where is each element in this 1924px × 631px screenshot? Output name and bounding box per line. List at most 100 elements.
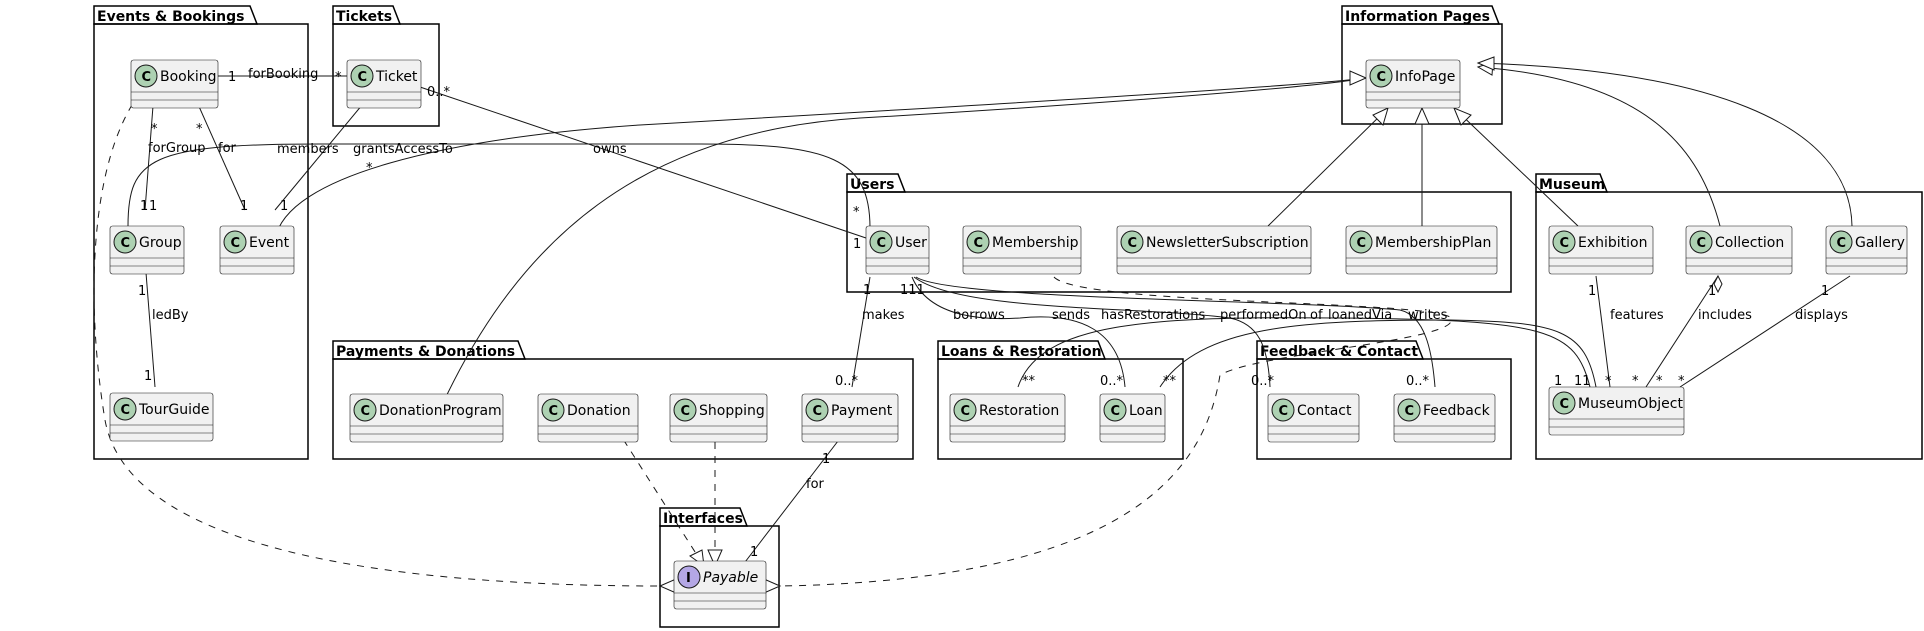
inheritance-arrowhead [1476, 56, 1495, 71]
multiplicity: 1 [240, 199, 248, 214]
multiplicity: 1 [1588, 284, 1596, 299]
edge-label: of [1310, 308, 1323, 323]
package-feedback-contact: Feedback & Contact [1256, 340, 1512, 460]
edge-features [1595, 275, 1611, 388]
multiplicity: 1 [863, 283, 871, 298]
realization-arrowhead [658, 578, 677, 594]
class-glyph: C [121, 403, 131, 418]
class-tourguide: C TourGuide [109, 392, 214, 442]
multiplicity: 1 [853, 237, 861, 252]
class-glyph: C [1377, 70, 1387, 85]
multiplicity: 1 [1554, 374, 1562, 389]
class-name: Shopping [699, 403, 765, 419]
edge-writes [915, 276, 1436, 388]
class-name: Event [249, 235, 290, 251]
class-name: MuseumObject [1578, 396, 1683, 412]
class-glyph: C [1837, 236, 1847, 251]
class-glyph: C [1279, 404, 1289, 419]
package-title: Information Pages [1345, 9, 1490, 25]
arrowheads [658, 56, 1723, 594]
class-glyph: C [142, 70, 152, 85]
class-glyph: C [549, 404, 559, 419]
multiplicity: 1 [1821, 284, 1829, 299]
class-museumobject: C MuseumObject [1548, 386, 1685, 436]
class-glyph: C [121, 236, 131, 251]
multiplicity: 1 [1708, 284, 1716, 299]
interface-payable: I Payable [673, 560, 767, 610]
class-glyph: C [1560, 397, 1570, 412]
edge-label: performedOn [1220, 308, 1307, 323]
edge-sends [913, 276, 1271, 388]
edge-displays [1679, 275, 1851, 388]
class-feedback: C Feedback [1393, 393, 1496, 443]
multiplicity: 1 [750, 545, 758, 560]
multiplicity: 0..* [1100, 374, 1124, 389]
realization-arrowhead [763, 578, 782, 594]
inheritance-arrowhead [1453, 107, 1472, 126]
edge-hasrestorations [1017, 317, 1591, 388]
class-glyph: C [877, 236, 887, 251]
class-restoration: C Restoration [949, 393, 1066, 443]
multiplicity: 1 [228, 70, 236, 85]
edge-label: members [277, 142, 339, 157]
edge-infopage-collection [1477, 66, 1721, 227]
multiplicity: 11 [1574, 374, 1591, 389]
package-users: Users [846, 173, 1512, 293]
class-glyph: C [974, 236, 984, 251]
multiplicity: 0..* [1406, 374, 1430, 389]
package-title: Users [850, 177, 894, 193]
inheritance-arrowhead [1372, 107, 1389, 126]
package-tickets: Tickets [332, 5, 440, 127]
edge-ledby [144, 259, 156, 388]
edge-makes [851, 276, 871, 388]
edge-forgroup [144, 92, 155, 211]
package-title: Tickets [336, 9, 392, 25]
edge-label: for [218, 141, 237, 156]
edge-infopage-donationprogram [442, 77, 1367, 404]
edge-label: displays [1795, 308, 1848, 323]
multiplicity: 1 [144, 369, 152, 384]
edge-infopage-newsletter [1267, 107, 1389, 227]
edge-label: for [806, 477, 825, 492]
edges [93, 62, 1853, 587]
multiplicity: * [335, 70, 342, 85]
class-glyph: C [1357, 236, 1367, 251]
class-name: Feedback [1423, 403, 1491, 419]
class-glyph: C [1405, 404, 1415, 419]
class-name: InfoPage [1395, 69, 1455, 85]
class-glyph: C [1128, 236, 1138, 251]
package-loans-restoration: Loans & Restoration [937, 340, 1184, 460]
package-title: Events & Bookings [97, 9, 244, 25]
edge-labels: forBooking forGroup for members grantsAc… [148, 67, 1848, 492]
class-name: Gallery [1855, 235, 1905, 251]
class-name: Contact [1297, 403, 1352, 419]
multiplicity: ** [1163, 374, 1177, 389]
edge-label: loanedVia [1328, 308, 1392, 323]
multiplicity: * [366, 161, 373, 176]
package-title: Interfaces [663, 511, 743, 527]
edge-label: makes [862, 308, 905, 323]
class-name: Collection [1715, 235, 1784, 251]
edge-payment-for [741, 427, 849, 567]
class-group: C Group [109, 225, 185, 275]
class-payment: C Payment [801, 393, 899, 443]
class-name: Restoration [979, 403, 1059, 419]
multiplicity: 111 [900, 283, 925, 298]
class-loan: C Loan [1099, 393, 1166, 443]
class-name: Loan [1129, 403, 1163, 419]
class-name: Payable [703, 570, 758, 586]
edge-includes [1645, 275, 1719, 388]
edge-grantsaccessto [274, 92, 373, 211]
edge-borrows [911, 276, 1126, 388]
edge-booking-payable [93, 92, 661, 587]
class-exhibition: C Exhibition [1548, 225, 1654, 275]
class-name: Group [139, 235, 182, 251]
edge-label: includes [1698, 308, 1752, 323]
package-interfaces: Interfaces [659, 507, 780, 628]
inheritance-arrowhead [1349, 70, 1368, 86]
class-infopage: C InfoPage [1365, 59, 1461, 109]
package-title: Museum [1539, 177, 1605, 193]
class-glyph: C [1560, 236, 1570, 251]
inheritance-arrowhead [1414, 106, 1430, 125]
class-name: Membership [992, 235, 1079, 251]
